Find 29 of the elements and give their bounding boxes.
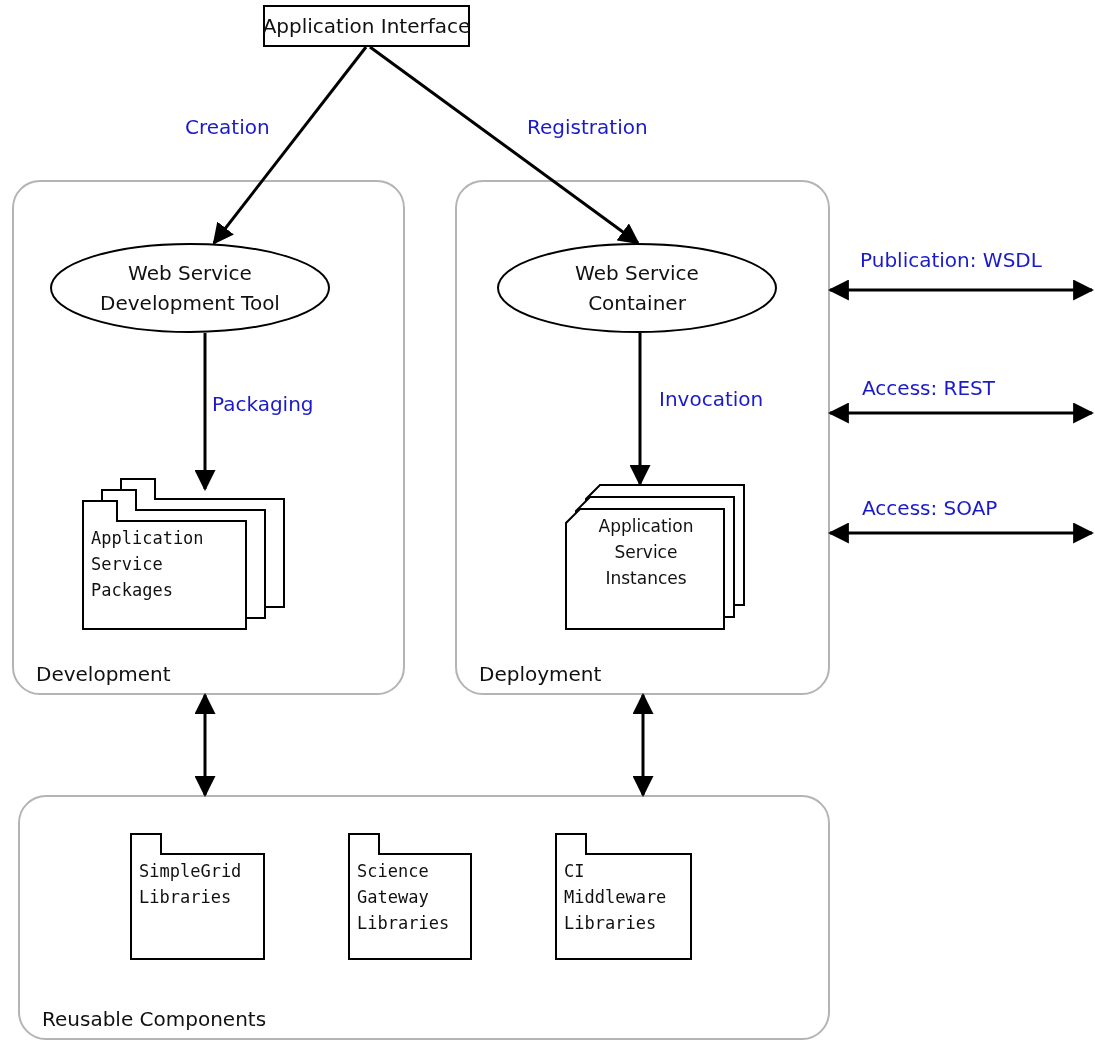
double-arrow: [827, 402, 1095, 424]
arrow: [629, 333, 651, 487]
group-title: Deployment: [479, 661, 602, 688]
group-panel: [18, 795, 830, 1040]
node-label: SimpleGrid Libraries: [139, 860, 243, 909]
library-folder: [348, 833, 472, 960]
arrow: [369, 45, 640, 245]
tool-ellipse: [50, 243, 330, 333]
group-panel: [455, 180, 830, 695]
node-label: Web Service Container: [574, 260, 700, 317]
group-title: Reusable Components: [42, 1006, 267, 1033]
node-label: Science Gateway Libraries: [357, 860, 451, 935]
node-label: CI Middleware Libraries: [564, 860, 668, 935]
arrow: [212, 46, 368, 245]
node-label: Application Service Instances: [597, 515, 695, 590]
group-title: Development: [36, 661, 171, 688]
node-label: Application Service Packages: [91, 527, 205, 602]
double-arrow: [632, 692, 654, 798]
library-folder: [130, 833, 265, 960]
double-arrow: [194, 692, 216, 798]
arrow: [194, 333, 216, 492]
node-label: Web Service Development Tool: [99, 260, 281, 317]
container-ellipse: [497, 243, 777, 333]
group-panel: [12, 180, 405, 695]
package-stack: [82, 478, 284, 628]
double-arrow: [827, 522, 1095, 544]
library-folder: [555, 833, 692, 960]
instance-stack: [565, 484, 745, 630]
double-arrow: [827, 279, 1095, 301]
